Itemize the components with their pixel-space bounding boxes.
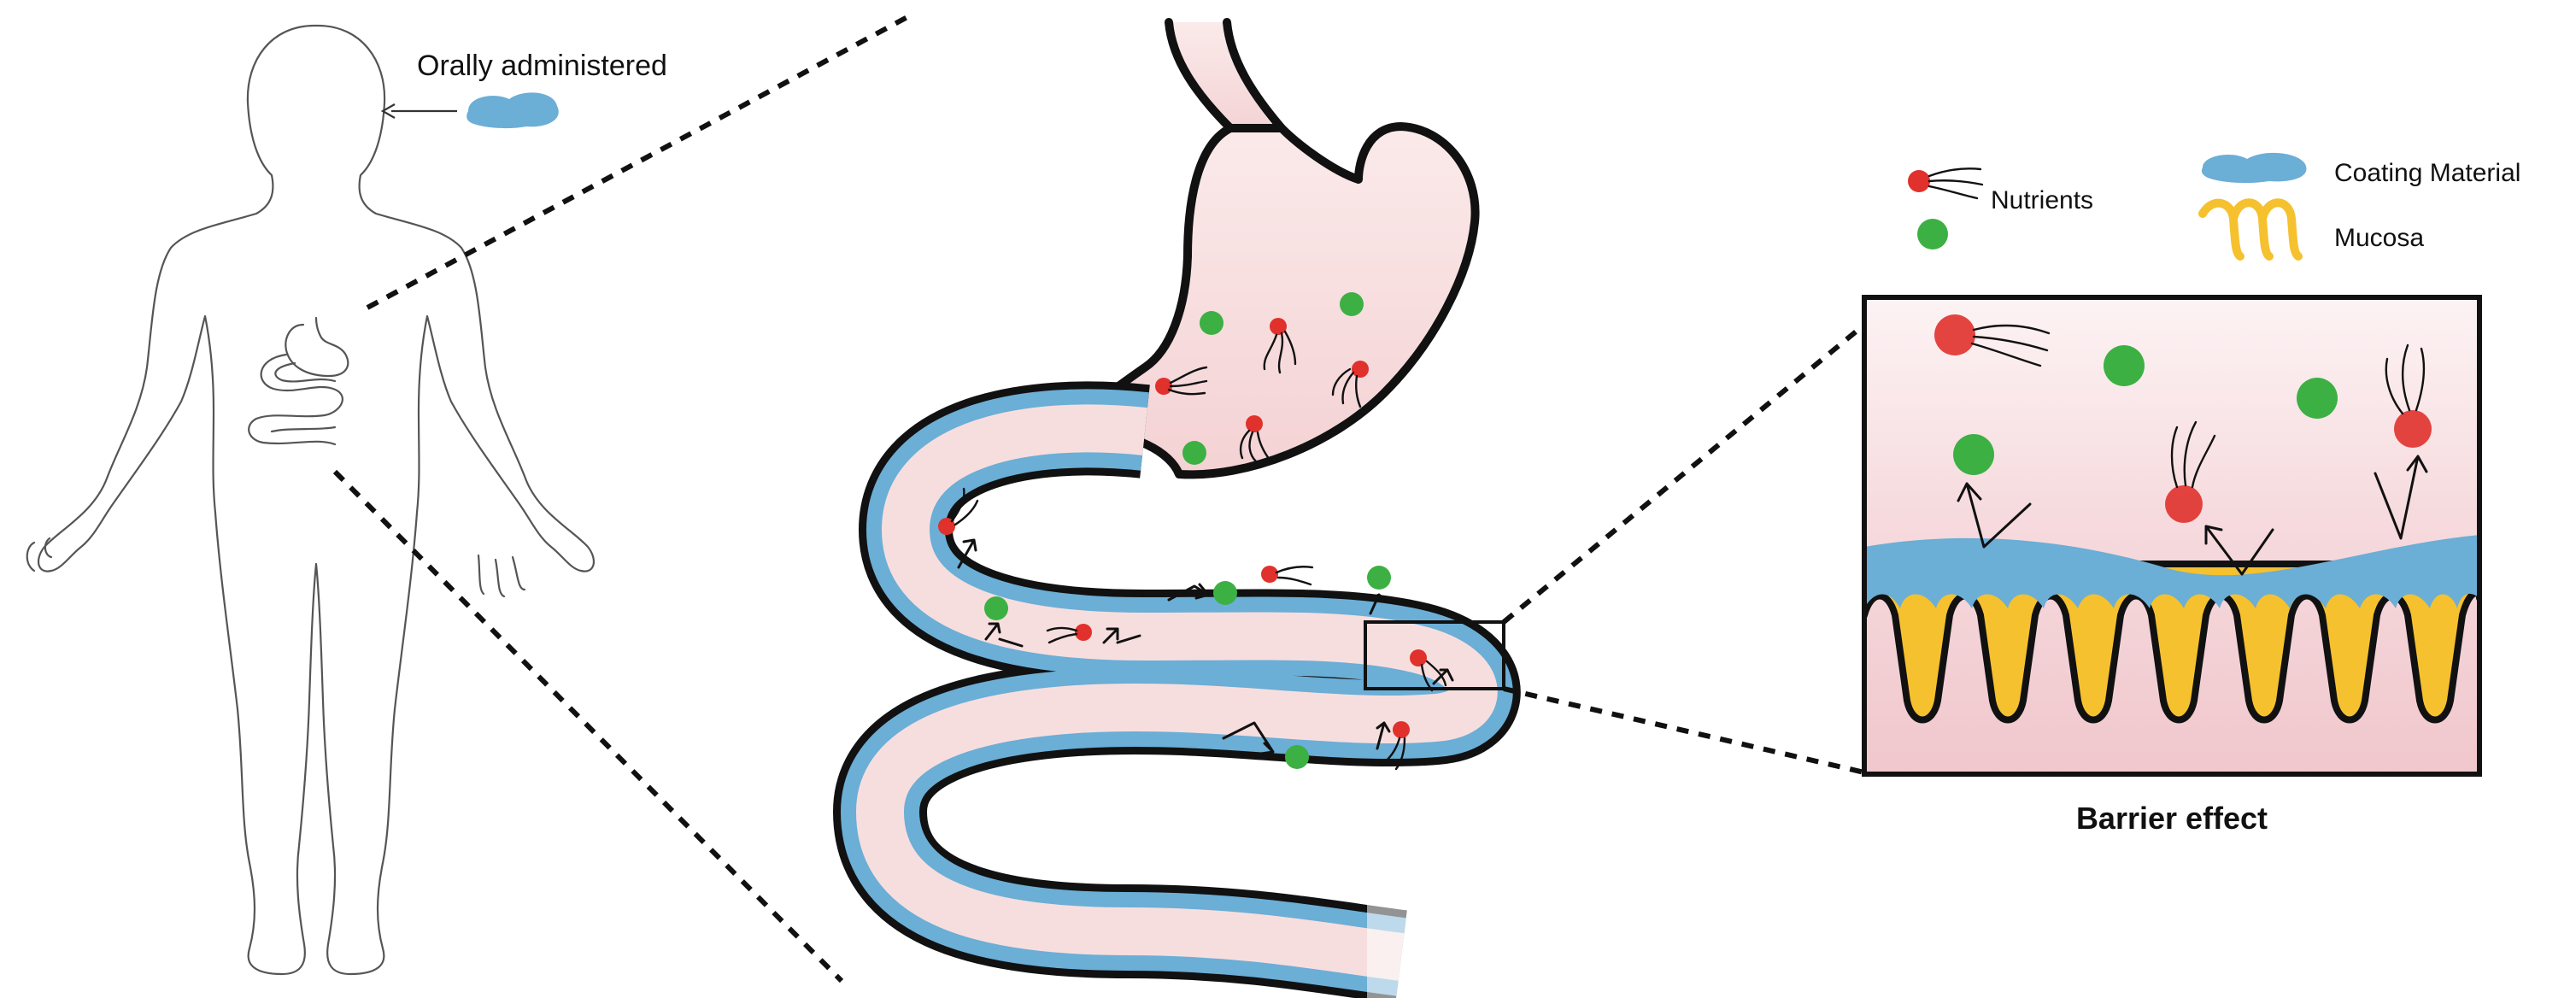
digestive-tract (833, 18, 1521, 998)
intestine-nutrients (938, 487, 1454, 771)
human-body-outline (26, 24, 596, 976)
legend-item-coating: Coating Material (2201, 152, 2520, 187)
oral-administration-indicator: Orally administered (380, 50, 667, 129)
legend-coating-label: Coating Material (2334, 159, 2520, 187)
barrier-effect-caption: Barrier effect (2076, 801, 2268, 836)
mucosa-icon (2198, 198, 2303, 261)
zoom-connector-body (332, 15, 909, 983)
legend-mucosa-label: Mucosa (2334, 224, 2424, 252)
coating-layer (1864, 535, 2479, 608)
coating-blob-icon (466, 92, 559, 129)
coating-material-icon (2201, 152, 2307, 184)
barrier-zoom-panel (1862, 295, 2482, 777)
orally-administered-label: Orally administered (417, 50, 667, 82)
stomach (1074, 122, 1480, 479)
esophagus (1169, 22, 1282, 137)
stomach-nutrients (1155, 292, 1369, 465)
zoom-region-box (1364, 620, 1505, 690)
panel-nutrients (1934, 314, 2432, 576)
zoom-connector-panel (1502, 322, 1866, 775)
legend: Nutrients Coating Material Mucosa (1908, 152, 2520, 261)
legend-nutrients-label: Nutrients (1991, 186, 2093, 214)
legend-item-mucosa: Mucosa (2198, 198, 2424, 261)
legend-item-nutrients: Nutrients (1908, 167, 2093, 250)
